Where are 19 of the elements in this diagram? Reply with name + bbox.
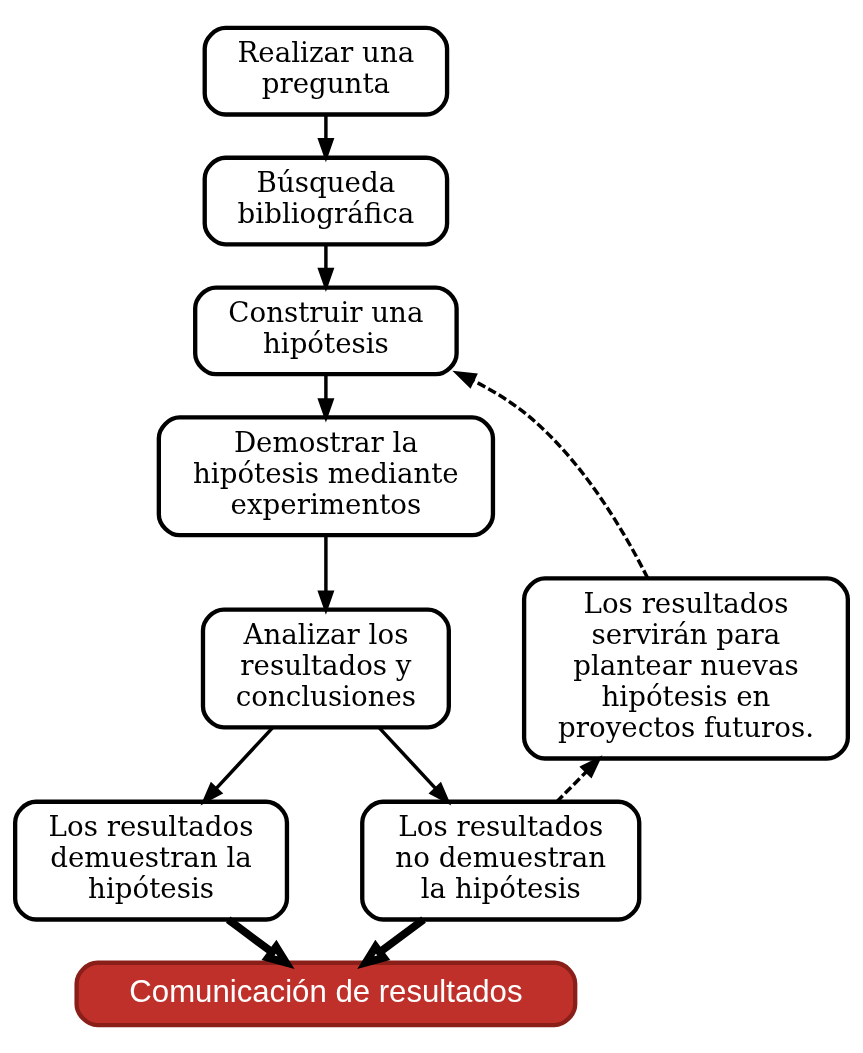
arrow: [452, 370, 650, 579]
arrow: [555, 755, 603, 803]
arrow: [378, 726, 452, 806]
arrow: [317, 374, 335, 423]
node-box: Búsqueda bibliográfica: [202, 155, 450, 247]
node-box: Demostrar la hipótesis mediante experimentos: [156, 415, 496, 538]
node-box: Construir una hipótesis: [193, 285, 459, 377]
node-box: Comunicación de resultados: [74, 960, 578, 1028]
node-box: Realizar una pregunta: [202, 25, 450, 117]
arrow: [317, 535, 335, 615]
node-box: Los resultados no demuestran la hipótesis: [360, 799, 642, 922]
node-box: Analizar los resultados y conclusiones: [200, 607, 451, 730]
arrow: [357, 916, 426, 969]
arrow: [317, 244, 335, 293]
arrow: [317, 115, 335, 163]
arrow: [225, 916, 295, 969]
arrow: [200, 726, 274, 806]
node-box: Los resultados demuestran la hipótesis: [13, 799, 290, 922]
node-box: Los resultados servirán para plantear nuevas hipótesis en proyectos futuros.: [521, 576, 850, 761]
